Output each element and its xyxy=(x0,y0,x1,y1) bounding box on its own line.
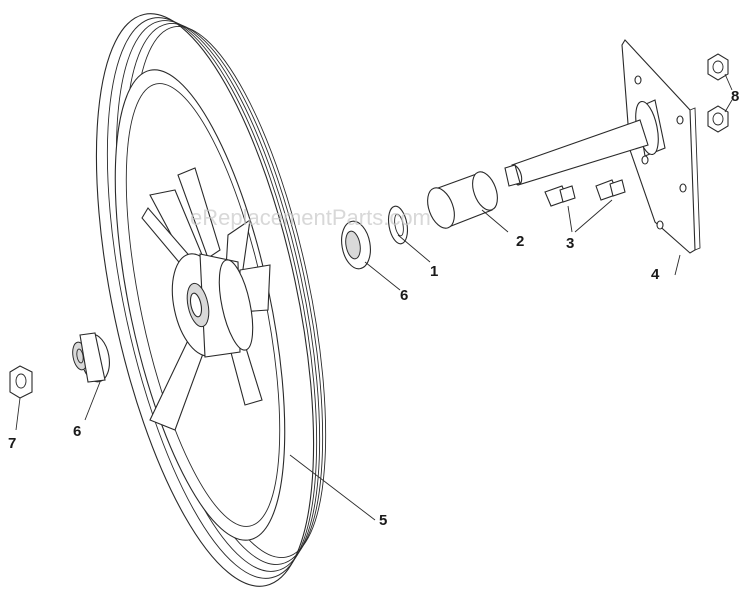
callout-5: 5 xyxy=(379,512,387,529)
callout-1: 1 xyxy=(430,263,438,280)
callout-8: 8 xyxy=(731,88,739,105)
washer-part-6-left xyxy=(72,332,110,383)
callout-labels: 1 2 3 4 5 6 6 7 8 xyxy=(8,88,739,529)
callout-6-left: 6 xyxy=(73,423,81,440)
nut-part-7 xyxy=(9,365,33,399)
washer-part-6-right xyxy=(341,220,371,270)
watermark-text: eReplacementParts.com xyxy=(190,205,431,230)
bushing-part-2 xyxy=(427,171,498,229)
leader-lines xyxy=(15,73,733,521)
callout-2: 2 xyxy=(516,233,524,250)
axle-bracket-part-4 xyxy=(504,39,701,254)
wheel-hub xyxy=(171,253,254,358)
bolts-part-3 xyxy=(544,179,626,207)
nuts-part-8 xyxy=(707,53,729,133)
callout-6-right: 6 xyxy=(400,287,408,304)
wheel xyxy=(95,13,327,587)
callout-7: 7 xyxy=(8,435,16,452)
callout-4: 4 xyxy=(651,266,660,283)
spacer-part-1 xyxy=(387,205,409,245)
callout-3: 3 xyxy=(566,235,574,252)
